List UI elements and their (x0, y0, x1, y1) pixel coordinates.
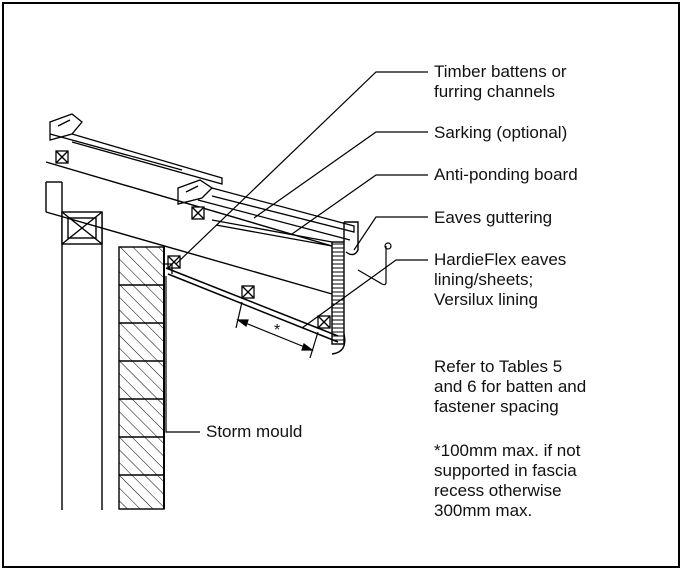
anti-ponding-board-shape (211, 219, 333, 247)
label-timber-battens: Timber battens or furring channels (434, 62, 567, 101)
storm-mould-shape (164, 263, 173, 274)
label-storm-mould: Storm mould (206, 422, 303, 441)
note-batten-spacing: Refer to Tables 5 and 6 for batten and f… (434, 357, 587, 416)
tile-battens (55, 150, 205, 220)
eaves-lining (165, 267, 339, 343)
dimension-asterisk: * (274, 322, 281, 339)
label-hardieflex-lining: HardieFlex eaves lining/sheets; Versilux… (434, 250, 567, 309)
leader-lines (165, 71, 428, 433)
note-max-spacing: *100mm max. if not supported in fascia r… (434, 441, 581, 520)
eaves-battens (167, 255, 331, 329)
eaves-gutter (343, 221, 359, 256)
roof-tiles (49, 113, 355, 241)
fascia (331, 241, 346, 355)
brick-veneer (118, 246, 165, 510)
rafter (45, 161, 333, 295)
spacing-dimension (235, 301, 319, 359)
label-sarking: Sarking (optional) (434, 123, 568, 142)
label-eaves-guttering: Eaves guttering (434, 208, 553, 227)
timber-wall (45, 182, 103, 510)
eaves-section-drawing (45, 71, 428, 510)
label-anti-ponding-board: Anti-ponding board (434, 165, 578, 184)
